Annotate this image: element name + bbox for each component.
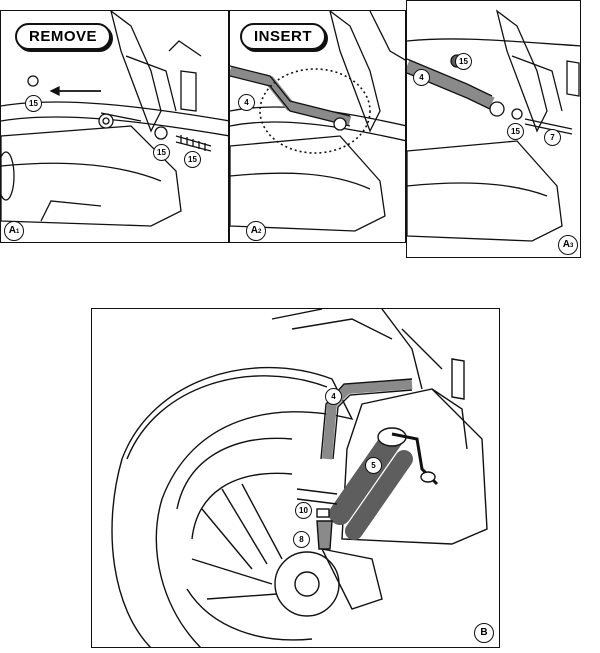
callout-8: 8 xyxy=(293,531,310,548)
callout-4: 4 xyxy=(238,94,255,111)
callout-15: 15 xyxy=(507,123,524,140)
callout-15: 15 xyxy=(25,95,42,112)
panel-label-a2: A2 xyxy=(246,221,266,241)
callout-10: 10 xyxy=(295,502,312,519)
panel-a1-illustration xyxy=(1,11,228,227)
callout-4: 4 xyxy=(325,388,342,405)
panel-a2: INSERT 4 A2 xyxy=(229,10,406,243)
panel-a2-illustration xyxy=(230,11,405,232)
panel-a3: 15 4 15 7 A3 xyxy=(406,0,581,258)
remove-label: REMOVE xyxy=(15,23,112,50)
callout-15: 15 xyxy=(153,144,170,161)
panel-label-b: B xyxy=(474,623,494,643)
callout-15: 15 xyxy=(184,151,201,168)
panel-b-illustration xyxy=(111,309,488,647)
callout-5: 5 xyxy=(365,457,382,474)
insert-label: INSERT xyxy=(240,23,327,50)
panel-label-a1: A1 xyxy=(4,221,24,241)
panel-label-a3: A3 xyxy=(558,235,578,255)
panel-b: 4 5 10 8 B xyxy=(91,308,500,648)
callout-15: 15 xyxy=(455,53,472,70)
callout-4: 4 xyxy=(413,69,430,86)
callout-7: 7 xyxy=(544,129,561,146)
panel-a1: REMOVE 15 15 15 A1 xyxy=(0,10,229,243)
